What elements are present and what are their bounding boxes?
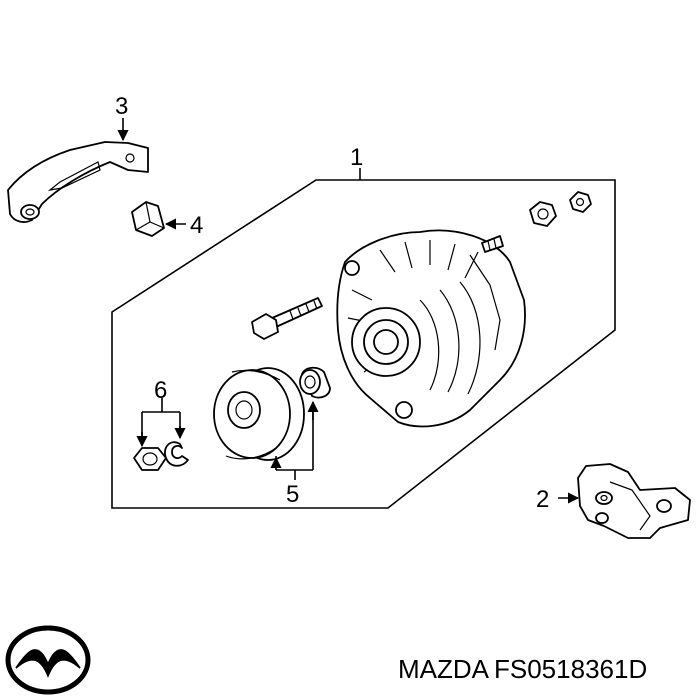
lower-bracket — [577, 463, 691, 539]
callout-5-label: 5 — [286, 481, 299, 508]
callout-6-leader — [141, 398, 181, 440]
callout-4-label: 4 — [190, 212, 203, 239]
part-number: FS0518361D — [494, 654, 647, 684]
callout-1-label: 1 — [350, 144, 363, 171]
upper-bracket — [7, 141, 149, 223]
spacer-ring — [299, 366, 331, 399]
pulley — [213, 367, 305, 461]
bushing — [131, 201, 165, 237]
assembly-outline — [111, 179, 616, 509]
callout-2-label: 2 — [536, 486, 549, 513]
alternator — [336, 229, 526, 428]
callout-6-label: 6 — [154, 377, 167, 404]
brand-name: MAZDA — [398, 654, 490, 684]
through-bolt — [251, 297, 323, 340]
pulley-nut — [133, 441, 189, 471]
terminal-nut — [529, 191, 592, 227]
mazda-logo — [5, 625, 91, 695]
callout-3-label: 3 — [115, 93, 128, 120]
